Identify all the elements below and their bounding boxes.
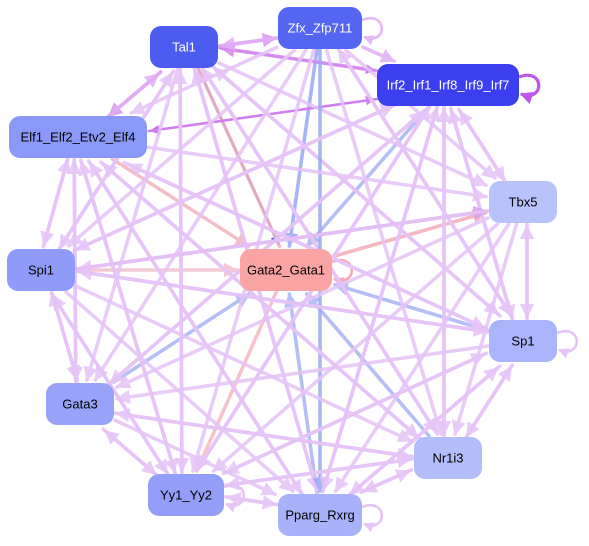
edge-nr1i3-to-gata3 xyxy=(114,408,415,459)
edge-nr1i3-to-sp1 xyxy=(463,365,513,440)
edge-layer xyxy=(40,16,579,533)
node-label-zfx: Zfx_Zfp711 xyxy=(288,21,353,36)
node-gata2[interactable]: Gata2_Gata1 xyxy=(240,249,332,291)
node-label-gata3: Gata3 xyxy=(62,397,97,412)
edge-sp1-to-gata3 xyxy=(115,344,490,405)
self-loop-edge-sp1 xyxy=(556,329,579,359)
edge-sp1-to-tal1 xyxy=(212,66,503,318)
edge-irf-to-gata2 xyxy=(305,105,431,248)
edge-yy1-to-nr1i3 xyxy=(222,453,413,488)
edge-gata3-to-irf xyxy=(106,110,425,387)
node-irf[interactable]: Irf2_Irf1_Irf8_Irf9_Irf7 xyxy=(377,64,519,106)
edge-nr1i3-to-elf xyxy=(101,162,422,441)
node-box-spi1[interactable] xyxy=(7,249,75,291)
edge-zfx-to-tal1 xyxy=(219,36,280,52)
edge-zfx-to-spi1 xyxy=(66,48,297,248)
edge-sp1-to-elf xyxy=(126,162,489,331)
node-box-irf[interactable] xyxy=(377,64,519,106)
node-spi1[interactable]: Spi1 xyxy=(7,249,75,291)
edge-sp1-to-spi1 xyxy=(76,266,491,334)
edge-pparg-to-elf xyxy=(88,161,305,497)
edge-zfx-to-elf xyxy=(129,45,279,115)
node-box-gata2[interactable] xyxy=(240,249,332,291)
edge-spi1-to-irf xyxy=(72,103,396,253)
self-loop-edge-irf xyxy=(518,73,541,105)
edge-elf-to-tal1 xyxy=(104,72,161,120)
edge-yy1-to-gata3 xyxy=(103,429,160,478)
self-loop-edge-zfx xyxy=(361,16,384,46)
edge-pparg-to-nr1i3 xyxy=(359,469,412,494)
edge-gata2-to-tbx5 xyxy=(331,209,488,259)
node-box-yy1[interactable] xyxy=(148,474,224,516)
node-box-nr1i3[interactable] xyxy=(414,437,482,479)
node-label-sp1: Sp1 xyxy=(511,334,534,349)
node-box-elf[interactable] xyxy=(9,116,147,158)
node-label-tal1: Tal1 xyxy=(172,40,196,55)
node-label-spi1: Spi1 xyxy=(28,263,54,278)
edge-nr1i3-to-gata2 xyxy=(304,292,431,438)
node-yy1[interactable]: Yy1_Yy2 xyxy=(148,474,224,516)
node-pparg[interactable]: Pparg_Rxrg xyxy=(278,494,362,536)
self-loop-edge-pparg xyxy=(361,503,384,533)
edge-tbx5-to-irf xyxy=(458,109,508,184)
edge-pparg-to-yy1 xyxy=(225,491,280,507)
edge-tbx5-to-yy1 xyxy=(211,222,500,473)
node-tbx5[interactable]: Tbx5 xyxy=(489,181,557,223)
node-box-tbx5[interactable] xyxy=(489,181,557,223)
node-box-zfx[interactable] xyxy=(278,7,362,49)
edge-zfx-to-nr1i3 xyxy=(324,48,445,436)
edge-yy1-to-spi1 xyxy=(51,294,171,477)
node-sp1[interactable]: Sp1 xyxy=(489,320,557,362)
node-gata3[interactable]: Gata3 xyxy=(46,383,114,425)
node-layer: Tal1 Zfx_Zfp711Irf2_Irf1_Irf8_Irf9_Irf7El… xyxy=(7,7,557,536)
node-label-elf: Elf1_Elf2_Etv2_Elf4 xyxy=(21,130,136,145)
edge-pparg-to-irf xyxy=(320,106,441,494)
node-label-pparg: Pparg_Rxrg xyxy=(285,508,354,523)
edge-yy1-to-elf xyxy=(78,160,178,476)
node-tal1[interactable]: Tal1 xyxy=(150,26,218,68)
edge-zfx-to-irf xyxy=(361,45,396,63)
node-nr1i3[interactable]: Nr1i3 xyxy=(414,437,482,479)
edge-tbx5-to-pparg xyxy=(333,222,511,493)
edge-pparg-to-sp1 xyxy=(346,366,500,498)
node-zfx[interactable]: Zfx_Zfp711 xyxy=(278,7,362,49)
edge-yy1-to-tal1 xyxy=(172,69,188,475)
edge-yy1-to-sp1 xyxy=(221,352,487,476)
node-box-pparg[interactable] xyxy=(278,494,362,536)
node-label-gata2: Gata2_Gata1 xyxy=(247,263,325,278)
edge-elf-to-tbx5 xyxy=(146,145,488,202)
node-box-tal1[interactable] xyxy=(150,26,218,68)
node-label-yy1: Yy1_Yy2 xyxy=(160,488,212,503)
node-label-tbx5: Tbx5 xyxy=(509,195,538,210)
node-label-nr1i3: Nr1i3 xyxy=(432,451,463,466)
node-box-sp1[interactable] xyxy=(489,320,557,362)
node-box-gata3[interactable] xyxy=(46,383,114,425)
edge-spi1-to-elf xyxy=(41,158,71,249)
node-elf[interactable]: Elf1_Elf2_Etv2_Elf4 xyxy=(9,116,147,158)
edge-sp1-to-gata2 xyxy=(333,281,490,333)
edge-tbx5-to-gata3 xyxy=(115,216,490,389)
node-label-irf: Irf2_Irf1_Irf8_Irf9_Irf7 xyxy=(387,78,510,93)
edge-sp1-to-zfx xyxy=(337,48,514,319)
edge-elf-to-irf xyxy=(147,95,376,133)
edge-tbx5-to-spi1 xyxy=(76,209,491,275)
